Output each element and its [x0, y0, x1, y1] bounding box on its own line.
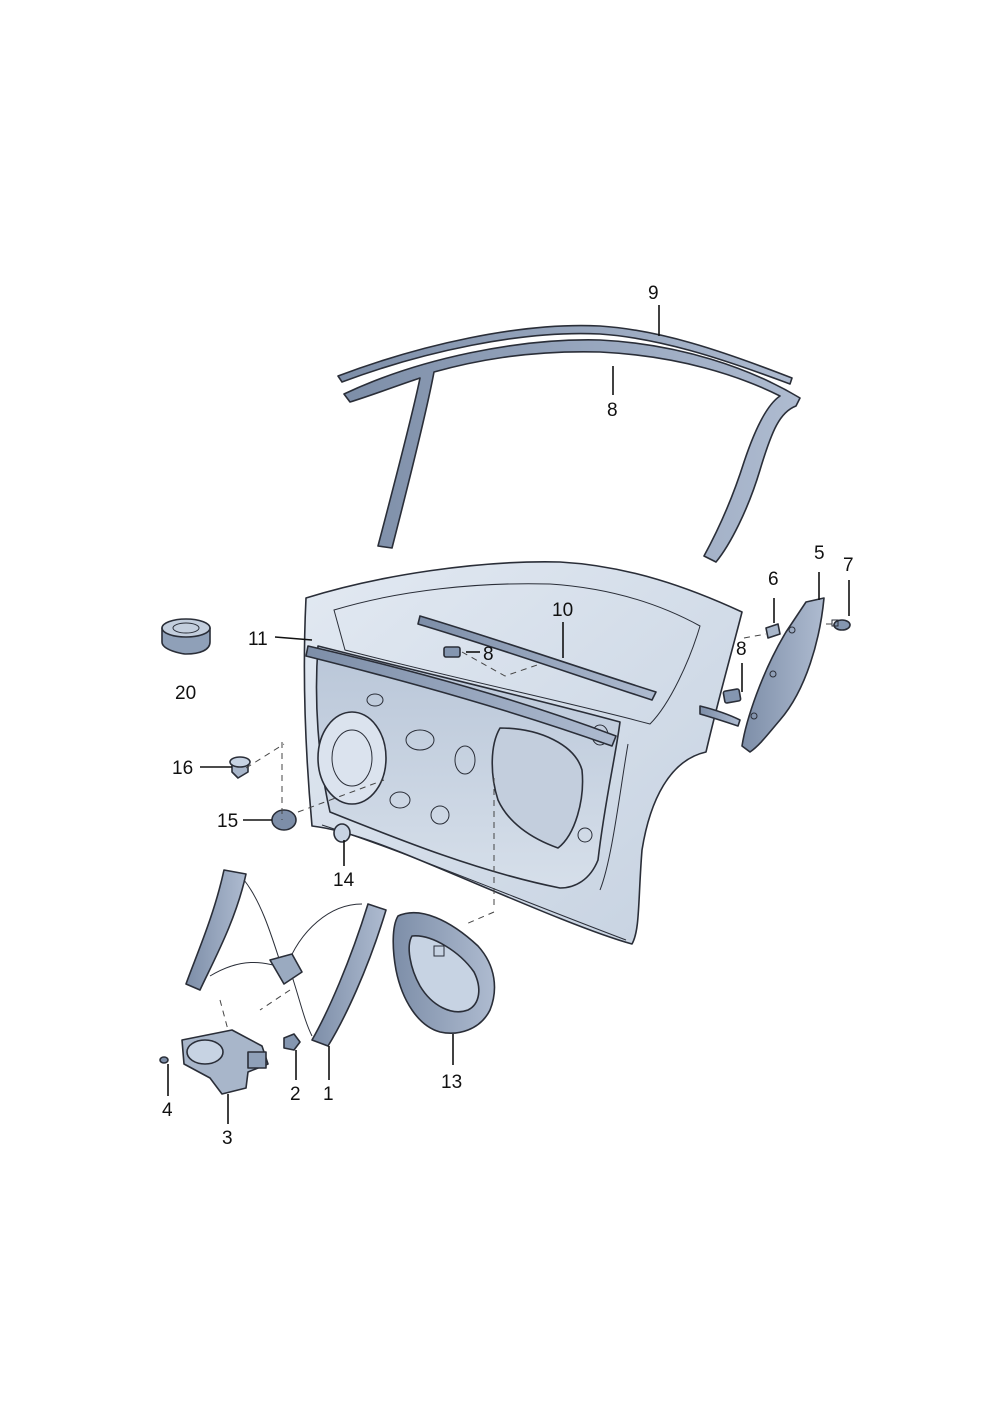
callout-13: 13 — [441, 1072, 462, 1093]
part-6-clip — [765, 623, 781, 639]
callout-9: 8 — [607, 400, 618, 421]
part-15-plug — [271, 809, 297, 831]
callout-5: 5 — [814, 543, 825, 564]
callout-labels: 9 8 10 11 8 8 6 5 7 20 16 15 14 13 1 2 4… — [162, 283, 854, 1149]
part-14-plug — [333, 823, 351, 843]
part-2-nut — [283, 1033, 301, 1051]
part-8-pads — [443, 646, 742, 704]
callout-7: 7 — [843, 555, 854, 576]
part-9-window-frame-seal — [343, 339, 801, 563]
callout-20: 20 — [175, 683, 196, 704]
callout-10: 9 — [648, 283, 659, 304]
part-16-clip — [229, 756, 251, 779]
part-20-tape-roll — [161, 618, 211, 655]
callout-14: 14 — [333, 870, 355, 891]
part-13-handle-trim — [392, 911, 496, 1034]
callout-12: 11 — [248, 629, 268, 650]
callout-3: 3 — [222, 1128, 233, 1149]
callout-2: 2 — [290, 1084, 301, 1105]
part-10-outer-seal — [337, 324, 793, 385]
callout-4: 4 — [162, 1100, 173, 1121]
callout-15: 15 — [217, 811, 238, 832]
part-1-window-regulator — [185, 869, 387, 1047]
callout-1: 1 — [323, 1084, 334, 1105]
part-3-motor — [181, 1029, 269, 1095]
callout-8-right: 8 — [736, 639, 747, 660]
assembly-lines — [219, 623, 836, 1031]
part-12-outer-window-strip — [305, 645, 741, 747]
leader-lines — [167, 305, 850, 1124]
callout-8-upper: 8 — [483, 644, 494, 665]
part-5-pillar-trim — [741, 597, 825, 753]
callout-6: 6 — [768, 569, 779, 590]
callout-16: 16 — [172, 758, 193, 779]
part-7-screw — [831, 619, 851, 631]
part-4-screw — [159, 1056, 169, 1064]
callout-11: 10 — [552, 600, 573, 621]
door-body — [303, 561, 743, 945]
part-11-inner-window-strip — [417, 615, 657, 701]
